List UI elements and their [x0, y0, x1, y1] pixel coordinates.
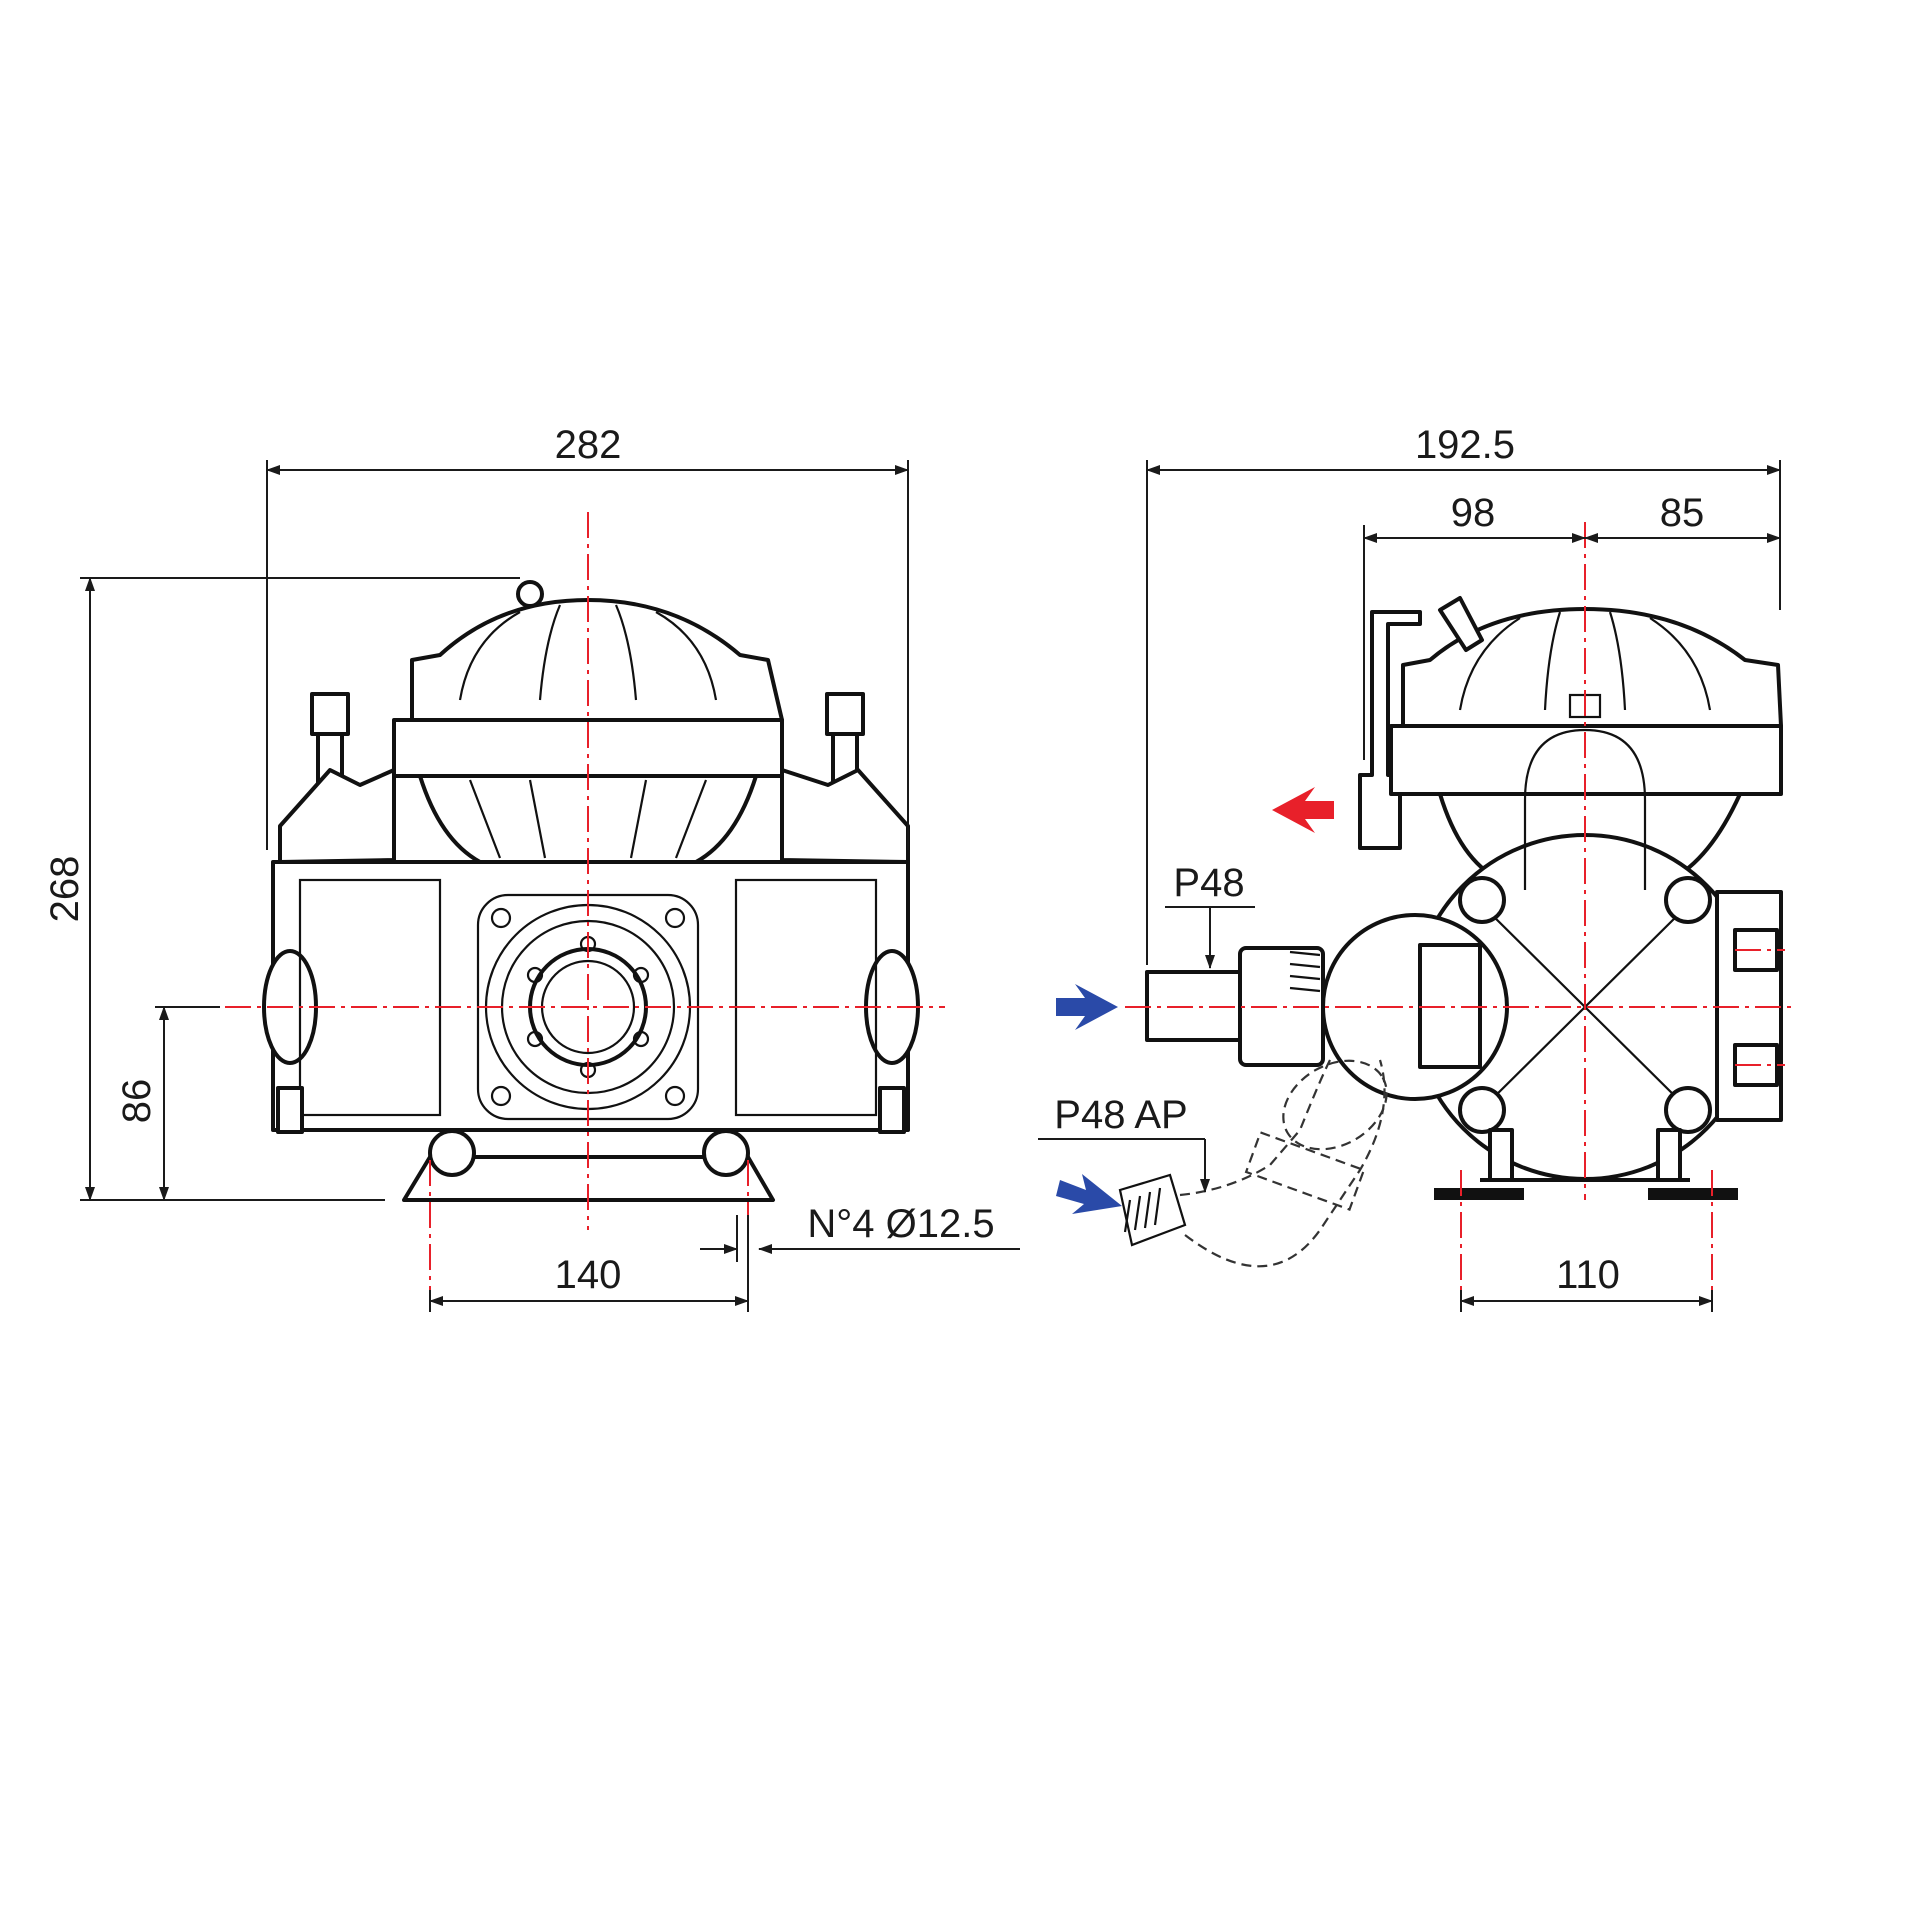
dimension-label: 268 — [43, 856, 87, 923]
front-view-pump — [262, 580, 920, 1202]
dimension-label: 86 — [115, 1079, 159, 1124]
inlet-arrow-alt-icon — [1056, 1174, 1122, 1214]
dimension-label: 98 — [1451, 491, 1496, 535]
dimension-label: 110 — [1556, 1253, 1620, 1297]
dimension-label: 85 — [1660, 491, 1705, 535]
outlet-arrow-icon — [1272, 787, 1334, 833]
dimension-110: 110 — [1460, 1253, 1713, 1312]
dimension-mounting-holes: N°4 Ø12.5 — [700, 1202, 1020, 1262]
dimension-label: 282 — [555, 423, 622, 467]
callout-label: P48 AP — [1054, 1093, 1187, 1137]
dimension-label: 140 — [555, 1253, 622, 1297]
dimension-label: N°4 Ø12.5 — [807, 1202, 994, 1246]
dimension-268: 268 — [43, 577, 520, 1201]
dimension-85: 85 — [1584, 491, 1781, 543]
dimension-86: 86 — [115, 1006, 220, 1201]
p48-ap-elbow-alternative — [1118, 1059, 1388, 1268]
dimension-98: 98 — [1363, 491, 1586, 760]
dimension-282: 282 — [266, 423, 909, 850]
callout-p48-ap: P48 AP — [1038, 1093, 1210, 1193]
dimension-192-5: 192.5 — [1146, 423, 1781, 965]
dimension-label: 192.5 — [1415, 423, 1515, 467]
inlet-arrow-icon — [1056, 984, 1118, 1030]
dimension-140: 140 — [429, 1215, 749, 1312]
callout-label: P48 — [1173, 861, 1244, 905]
callout-p48: P48 — [1165, 861, 1255, 969]
